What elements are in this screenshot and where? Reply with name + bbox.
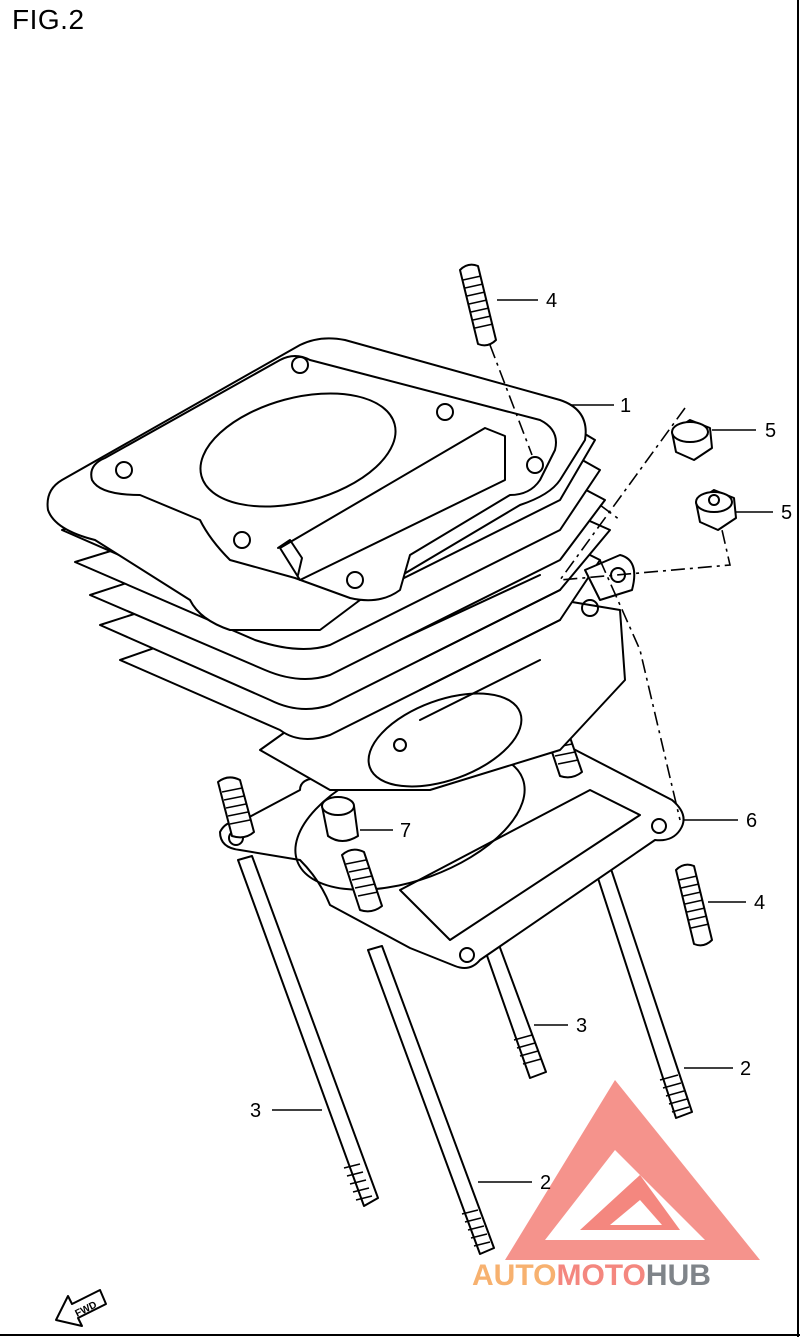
watermark-text-hub: HUB [646,1259,711,1292]
leader-lines [272,299,773,1183]
gasket-stud-front [341,848,383,913]
long-stud-right [595,865,693,1119]
callout-2-right: 2 [740,1058,751,1080]
dowel-pin [321,796,359,842]
callout-1: 1 [620,395,631,417]
callout-4-right: 4 [754,892,765,914]
forward-direction-arrow: FWD [55,1289,107,1327]
gasket-stud-left [217,776,255,839]
short-stud-top [459,263,497,347]
alignment-lines [489,344,731,821]
cylinder-block [46,337,636,791]
callout-3-left: 3 [250,1100,261,1122]
watermark-text-auto: AUTO [472,1259,556,1292]
callout-labels: 1 2 2 3 3 4 4 5 5 6 7 [250,290,792,1194]
callout-2-center: 2 [540,1172,551,1194]
callout-5-lower: 5 [781,502,792,524]
flange-nut-lower [695,489,737,531]
watermark-logo: AUTOMOTOHUB [472,1080,760,1292]
callout-6: 6 [746,810,757,832]
figure-title: FIG.2 [12,4,85,35]
callout-7: 7 [400,820,411,842]
svg-text:AUTOMOTOHUB: AUTOMOTOHUB [472,1259,711,1292]
watermark-text-moto: MOTO [556,1259,645,1292]
long-stud-left [237,855,379,1207]
callout-3-rear: 3 [576,1015,587,1037]
callout-5-upper: 5 [765,420,776,442]
callout-4-top: 4 [546,290,557,312]
long-stud-center [367,945,495,1255]
flange-nut-upper [671,419,713,461]
short-stud-right [675,863,713,947]
cylinder-base-gasket [219,733,685,969]
